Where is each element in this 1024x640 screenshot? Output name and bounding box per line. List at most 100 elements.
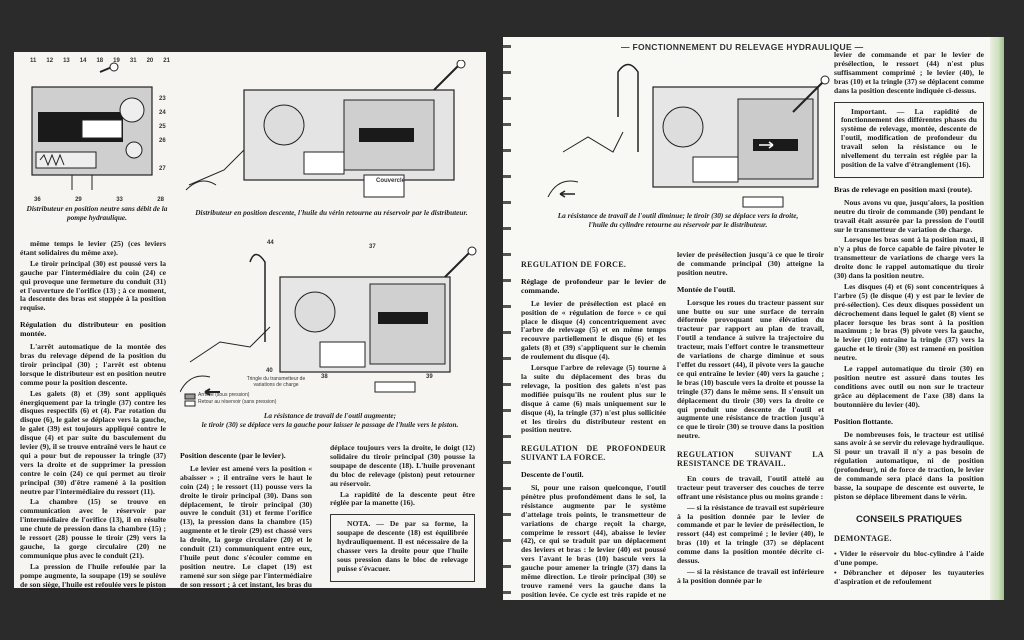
paragraph: Les disques (4) et (6) sont concentrique…	[834, 281, 984, 363]
note-text: NOTA. — De par sa forme, la soupape de d…	[337, 519, 468, 573]
callout-number: 26	[159, 138, 166, 144]
paragraph: Le levier est amené vers la position « a…	[180, 463, 312, 588]
section-heading: Position descente (par le levier).	[180, 451, 286, 460]
paragraph: Les galets (8) et (39) sont appliqués én…	[20, 388, 166, 496]
paragraph: — si la résistance de travail est inféri…	[677, 567, 824, 585]
callout-number: 12	[46, 58, 54, 64]
bullet-item: • Débrancher et déposer les tuyauteries …	[834, 568, 984, 587]
binder-ring-icon	[503, 357, 511, 360]
text-column: levier de commande et par le levier de p…	[834, 51, 984, 600]
callout-number: 21	[163, 58, 170, 64]
binder-ring-icon	[503, 97, 511, 100]
text-column: même temps le levier (25) (ces leviers é…	[20, 240, 166, 588]
text-column: levier de présélection jusqu'à ce que le…	[677, 251, 824, 600]
paragraph: La chambre (15) se trouve en communicati…	[20, 497, 166, 560]
paragraph: La rapidité de la descente peut être rég…	[330, 489, 475, 508]
binder-rings	[503, 37, 511, 600]
bullet-item: • Vider le réservoir du bloc-cylindre à …	[834, 548, 984, 567]
callout-number: 40	[266, 368, 273, 374]
binder-ring-icon	[503, 435, 511, 438]
callout-number: 44	[267, 240, 274, 246]
paragraph: déplace toujours vers la droite, le doig…	[330, 444, 475, 488]
binder-ring-icon	[503, 565, 511, 568]
paragraph: L'arrêt automatique de la montée des bra…	[20, 342, 166, 387]
caption-line: le tiroir (30) se déplace vers la gauche…	[201, 419, 459, 429]
section-heading: REGULATION SUIVANT LA RESISTANCE DE TRAV…	[677, 450, 824, 469]
paragraph: De nombreuses fois, le tracteur est util…	[834, 429, 984, 501]
binder-ring-icon	[503, 383, 511, 386]
text-column: Position descente (par le levier). Le lev…	[180, 444, 312, 588]
callout-number: 36	[34, 197, 41, 203]
binder-ring-icon	[503, 253, 511, 256]
note-box: NOTA. — De par sa forme, la soupape de d…	[330, 514, 475, 582]
figure-caption: La résistance de travail de l'outil augm…	[180, 411, 480, 429]
paragraph: Lorsque les roues du tracteur passent su…	[677, 297, 824, 441]
binder-ring-icon	[503, 513, 511, 516]
left-page: 11 12 13 14 18 19 31 20 21 23 24 25 26 2…	[14, 52, 486, 588]
binder-ring-icon	[503, 45, 511, 48]
legend-pressure: Arrivée (sous pression)	[198, 392, 250, 398]
section-heading: REGULATION DE FORCE.	[521, 260, 627, 269]
binder-ring-icon	[503, 487, 511, 490]
binder-ring-icon	[503, 591, 511, 594]
section-heading: Position flottante.	[834, 416, 893, 426]
section-heading: DEMONTAGE.	[834, 533, 892, 543]
binder-ring-icon	[503, 539, 511, 542]
tringle-label: Tringle du transmetteur de variations de…	[246, 376, 306, 388]
binder-ring-icon	[503, 279, 511, 282]
callout-number: 20	[146, 58, 154, 64]
paragraph: — si la résistance de travail est supéri…	[677, 502, 824, 566]
binder-ring-icon	[503, 461, 511, 464]
note-box: Important. — La rapidité de fonctionneme…	[834, 101, 984, 178]
binder-ring-icon	[503, 331, 511, 334]
binder-ring-icon	[503, 305, 511, 308]
legend-return: Retour au réservoir (sans pression)	[198, 399, 277, 405]
paragraph: Lorsque les bras sont à la position maxi…	[834, 235, 984, 281]
fig1-top-labels: 11 12 13 14 18 19 31 20 21	[30, 58, 170, 64]
figure-caption: La résistance de travail de l'outil dimi…	[523, 211, 833, 229]
fig1-bottom-labels: 36 29 33 28	[34, 197, 164, 203]
paragraph: Le rappel automatique du tiroir (30) en …	[834, 364, 984, 409]
figure-resistance-decreases	[547, 63, 830, 208]
callout-number: 18	[96, 58, 104, 64]
callout-label: Couvercle	[376, 178, 406, 184]
caption-line: La résistance de travail de l'outil dimi…	[557, 211, 799, 220]
paragraph: Le levier de présélection est placé en p…	[521, 298, 666, 362]
right-page: — FONCTIONNEMENT DU RELEVAGE HYDRAULIQUE…	[503, 37, 990, 600]
binder-ring-icon	[503, 409, 511, 412]
binder-ring-icon	[503, 123, 511, 126]
figure-resistance-increases	[180, 246, 477, 407]
caption-line: l'huile du cylindre retourne au réservoi…	[588, 219, 768, 229]
binder-ring-icon	[503, 175, 511, 178]
paragraph: Si, pour une raison quelconque, l'outil …	[521, 483, 666, 600]
callout-number: 39	[426, 374, 433, 380]
text-column: REGULATION DE FORCE. Réglage de profondeu…	[521, 251, 666, 600]
paragraph: Le tiroir principal (30) est poussé vers…	[20, 258, 166, 313]
next-page-edge	[990, 37, 1004, 600]
figure-distributor-neutral	[31, 62, 153, 190]
paragraph: levier de présélection jusqu'à ce que le…	[677, 251, 824, 277]
page-header: — FONCTIONNEMENT DU RELEVAGE HYDRAULIQUE…	[621, 42, 864, 52]
section-heading: Réglage de profondeur par le levier de c…	[521, 276, 666, 295]
section-heading: REGULATION DE PROFONDEUR SUIVANT LA FORC…	[521, 444, 666, 463]
caption-line: La résistance de travail de l'outil augm…	[263, 411, 397, 420]
paragraph: même temps le levier (25) (ces leviers é…	[20, 240, 166, 257]
binder-ring-icon	[503, 227, 511, 230]
callout-number: 38	[321, 374, 328, 380]
callout-number: 28	[157, 197, 164, 203]
binder-ring-icon	[503, 201, 511, 204]
paragraph: La pression de l'huile refoulée par la p…	[20, 561, 166, 588]
callout-number: 23	[159, 96, 166, 102]
binder-ring-icon	[503, 71, 511, 74]
section-heading: Descente de l'outil.	[521, 470, 584, 480]
section-title: CONSEILS PRATIQUES	[856, 513, 962, 525]
callout-number: 25	[159, 124, 166, 130]
binder-ring-icon	[503, 149, 511, 152]
callout-number: 11	[30, 58, 37, 64]
callout-number: 27	[159, 166, 166, 172]
figure-caption: Distributeur en position neutre sans déb…	[26, 204, 168, 222]
text-column: déplace toujours vers la droite, le doig…	[330, 444, 475, 588]
figure-caption: Distributeur en position descente, l'hui…	[195, 208, 468, 217]
paragraph: En cours de travail, l'outil attelé au t…	[677, 473, 824, 501]
callout-number: 14	[79, 58, 87, 64]
